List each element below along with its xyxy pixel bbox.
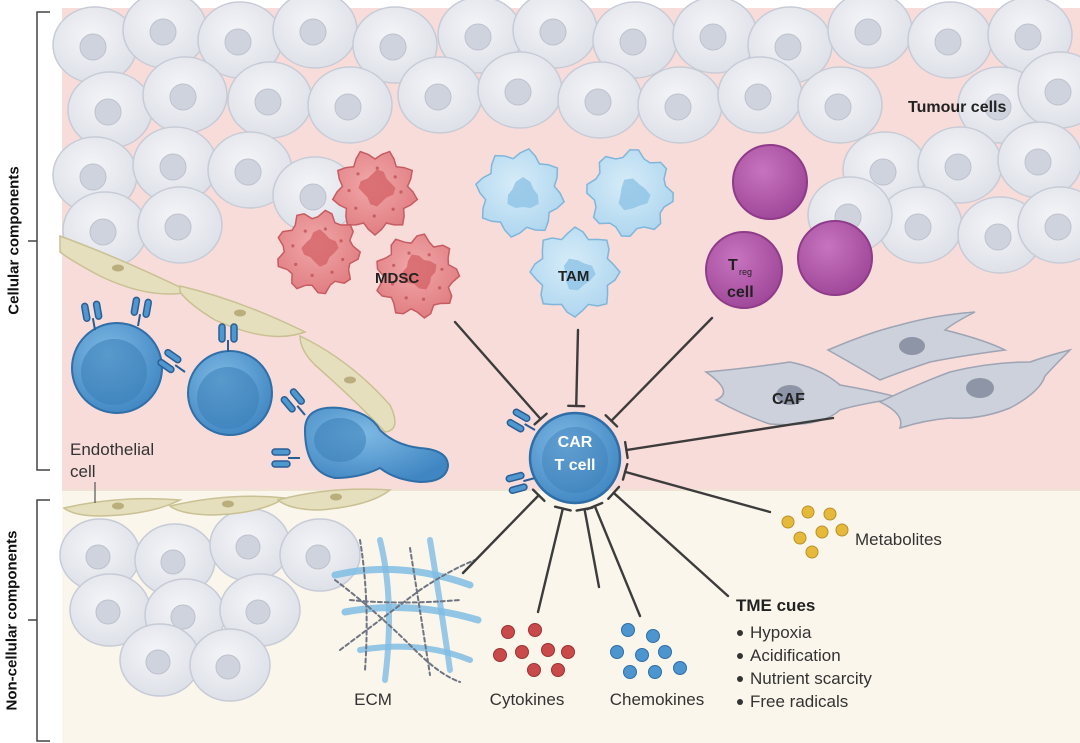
inhibition-bar xyxy=(621,462,629,481)
tam-label: TAM xyxy=(558,268,589,285)
treg-label-main: T xyxy=(728,257,738,274)
treg-label-cell: cell xyxy=(727,284,754,301)
inhibition-line xyxy=(625,416,835,452)
chemokine-dot xyxy=(646,629,660,643)
car-receptor xyxy=(280,388,306,416)
tme-cues-title: TME cues xyxy=(736,596,815,615)
side-brackets xyxy=(28,11,50,742)
car-receptor xyxy=(157,348,186,374)
non-cellular-components-label: Non-cellular components xyxy=(3,530,21,711)
metabolite-dot xyxy=(823,507,837,521)
inhibition-line xyxy=(536,507,565,614)
chemokine-dot xyxy=(623,665,637,679)
tme-cue-item: Free radicals xyxy=(736,690,872,713)
treg-label-sub: reg xyxy=(739,267,752,277)
chemokine-dot xyxy=(621,623,635,637)
cytokine-dot xyxy=(561,645,575,659)
t-cells-extravasating xyxy=(71,322,450,484)
metabolite-dot xyxy=(835,523,849,537)
tumour-cells-cluster xyxy=(52,0,1080,274)
metabolite-dot xyxy=(801,505,815,519)
metabolite-dot xyxy=(781,515,795,529)
metabolite-dots xyxy=(781,505,849,559)
ecm-fibers xyxy=(331,537,482,683)
car-receptor xyxy=(505,471,536,495)
endothelial-label-line1: Endothelial xyxy=(70,440,154,459)
chemokine-dots xyxy=(610,623,687,679)
metabolite-dot xyxy=(815,525,829,539)
car-t-cell xyxy=(528,411,622,505)
caf-cells xyxy=(703,311,1073,430)
chemokine-dot xyxy=(648,665,662,679)
ecm-label: ECM xyxy=(354,690,392,709)
inhibition-bar xyxy=(607,485,621,500)
car-receptor xyxy=(506,408,536,433)
inhibition-line xyxy=(575,328,580,408)
endothelial-label-line2: cell xyxy=(70,462,96,481)
chemokine-dot xyxy=(658,645,672,659)
tme-cue-item: Acidification xyxy=(736,644,872,667)
caf-label: CAF xyxy=(772,391,805,408)
chemokine-dot xyxy=(610,645,624,659)
car-receptors xyxy=(80,296,536,495)
inhibition-bar xyxy=(531,488,546,503)
car-receptor xyxy=(218,323,238,352)
car-receptor xyxy=(80,300,103,331)
car-label-line2: T cell xyxy=(555,457,596,474)
endothelial-cells xyxy=(59,234,396,517)
cytokine-dot xyxy=(501,625,515,639)
inhibition-line xyxy=(623,470,772,514)
cytokine-dot xyxy=(541,643,555,657)
tme-cue-item: Nutrient scarcity xyxy=(736,667,872,690)
mdsc-label: MDSC xyxy=(375,270,419,287)
inhibition-lines xyxy=(453,316,835,618)
inhibition-line xyxy=(461,494,540,575)
chemokine-dot xyxy=(635,648,649,662)
mdsc-cells xyxy=(277,150,461,319)
tam-cells xyxy=(474,147,674,318)
inhibition-bar xyxy=(604,414,619,428)
treg-cells xyxy=(705,144,873,309)
cytokine-dots xyxy=(493,623,575,677)
inhibition-line xyxy=(583,507,601,589)
metabolite-dot xyxy=(793,531,807,545)
chemokine-dot xyxy=(673,661,687,675)
inhibition-bar xyxy=(553,505,572,512)
cytokine-dot xyxy=(493,648,507,662)
inhibition-line xyxy=(612,491,730,598)
car-receptor xyxy=(271,448,300,468)
cytokine-dot xyxy=(515,645,529,659)
car-receptor xyxy=(130,296,153,327)
inhibition-line xyxy=(610,316,714,423)
inhibition-line xyxy=(453,320,542,421)
inhibition-line xyxy=(593,504,642,618)
inhibition-bar xyxy=(575,506,594,512)
cytokine-dot xyxy=(527,663,541,677)
cellular-components-label: Cellular components xyxy=(5,166,23,315)
cytokine-dot xyxy=(528,623,542,637)
cytokine-dot xyxy=(551,663,565,677)
chemokines-label: Chemokines xyxy=(610,690,705,709)
tme-cues-list: Hypoxia Acidification Nutrient scarcity … xyxy=(736,621,872,713)
metabolite-dot xyxy=(805,545,819,559)
cytokines-label: Cytokines xyxy=(490,690,565,709)
car-label-line1: CAR xyxy=(558,434,593,451)
tumour-cells-label: Tumour cells xyxy=(908,99,1006,116)
metabolites-label: Metabolites xyxy=(855,530,942,549)
tme-cue-item: Hypoxia xyxy=(736,621,872,644)
inhibition-bar xyxy=(533,412,548,426)
inhibition-bar xyxy=(623,440,629,460)
